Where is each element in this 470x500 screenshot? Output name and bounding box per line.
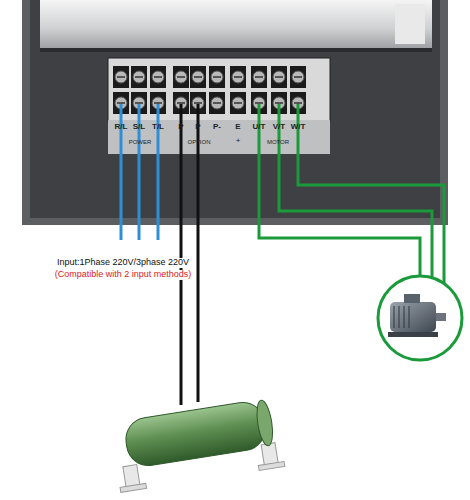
terminal-housing [131,66,147,88]
group-label: MOTOR [267,139,289,146]
terminal-screw [115,71,127,83]
terminal-screw [273,71,285,83]
screw-slot [294,76,302,78]
terminal-screw [211,97,223,109]
terminal-name: T/L [152,123,164,132]
screw-slot [154,76,162,78]
screw-slot [234,102,242,104]
screw-slot [154,102,162,104]
terminal-housing [209,66,225,88]
terminal-screw [152,71,164,83]
terminal-housing [150,66,166,88]
terminal-name: S/L [133,123,145,132]
terminal-screw [175,71,187,83]
terminal-screw [232,97,244,109]
screw-slot [275,76,283,78]
resistor-symbol [110,397,285,492]
terminal-housing [173,66,189,88]
input-note: Input:1Phase 220V/3phase 220V [55,258,191,268]
screw-slot [177,76,185,78]
terminal-housing [230,92,246,114]
terminal-name: E [235,123,240,132]
compatibility-note: (Compatible with 2 input methods) [53,270,194,280]
terminal-screw [253,71,265,83]
screw-slot [255,76,263,78]
drive-enclosure [22,0,448,225]
screw-slot [213,76,221,78]
terminal-housing [290,66,306,88]
terminal-housing [190,66,206,88]
wires [121,104,444,405]
terminal-screw [192,71,204,83]
screw-slot [255,102,263,104]
screw-slot [177,102,185,104]
terminal-name: U/T [253,123,266,132]
screw-slot [194,76,202,78]
terminal-name: P- [213,123,221,132]
screw-slot [135,102,143,104]
terminal-housing [230,66,246,88]
terminal-name: V/T [273,123,285,132]
terminal-housing [251,66,267,88]
screw-slot [117,76,125,78]
screw-slot [213,102,221,104]
terminal-screw [133,71,145,83]
terminal-housing [271,66,287,88]
terminal-name: P [195,123,200,132]
screw-slot [135,76,143,78]
terminal-housing [113,66,129,88]
group-label: POWER [129,139,152,146]
screw-slot [294,102,302,104]
screw-slot [275,102,283,104]
terminal-name: R/L [115,123,128,132]
screw-slot [234,76,242,78]
motor-symbol [378,276,462,360]
group-label: OPTION [187,139,210,146]
screw-slot [117,102,125,104]
terminal-housing [209,92,225,114]
terminal-screw [292,71,304,83]
terminal-name: P [178,123,183,132]
terminal-screw [232,71,244,83]
terminal-screw [211,71,223,83]
terminal-name: W/T [291,123,306,132]
polarity-mark: + [236,137,241,146]
screw-slot [194,102,202,104]
